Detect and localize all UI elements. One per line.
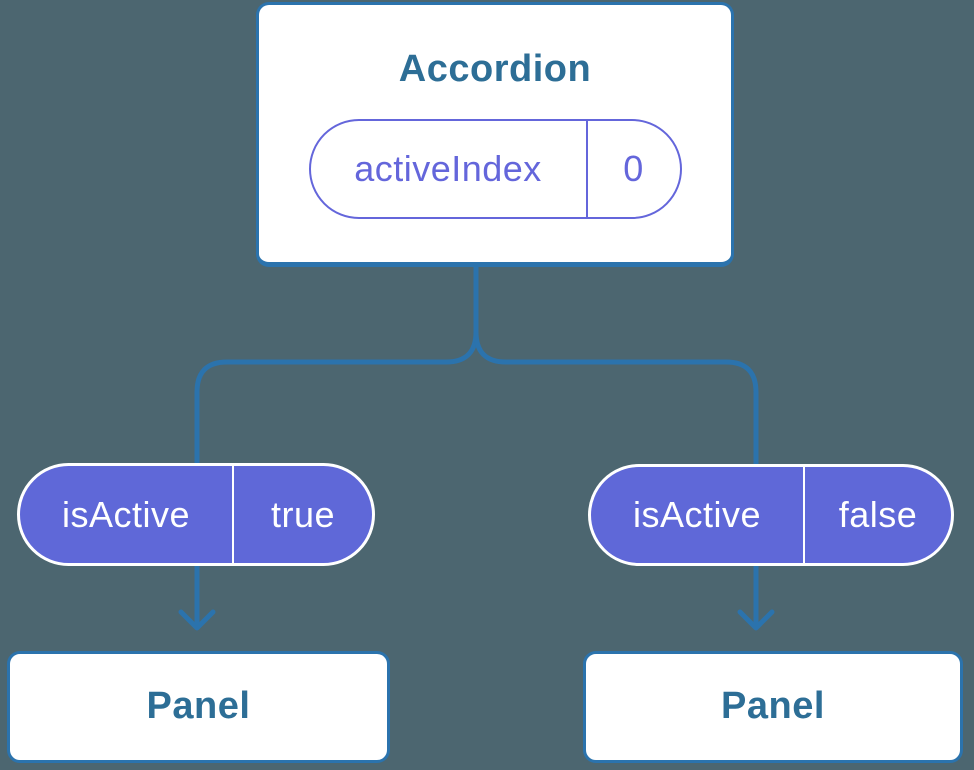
component-title: Accordion (398, 48, 592, 90)
state-name-label: activeIndex (311, 120, 588, 217)
prop-name-label: isActive (591, 467, 805, 563)
component-title: Panel (721, 685, 825, 728)
accordion-component-card: Accordion activeIndex 0 (256, 2, 734, 267)
prop-name-label: isActive (20, 466, 234, 563)
prop-pill-right: isActive false (588, 464, 954, 566)
connector-branch-left (194, 263, 479, 629)
state-pill: activeIndex 0 (308, 118, 682, 219)
prop-value-label: true (270, 493, 336, 535)
arrow-down-icon (737, 609, 775, 631)
arrow-down-icon (178, 609, 216, 631)
panel-component-card-left: Panel (7, 651, 390, 763)
state-value-label: 0 (623, 147, 644, 189)
connector-branch-right (473, 263, 759, 629)
component-title: Panel (146, 685, 251, 728)
prop-pill-left: isActive true (17, 463, 375, 566)
prop-value-label: false (838, 494, 918, 535)
panel-component-card-right: Panel (583, 651, 963, 763)
